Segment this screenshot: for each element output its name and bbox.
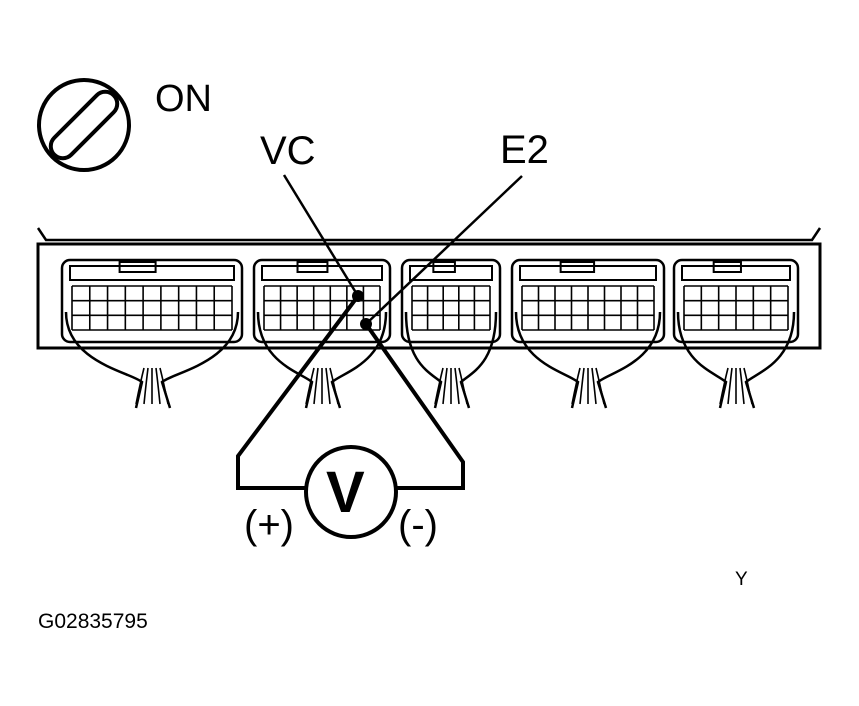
connector-3 — [400, 258, 502, 409]
e2-leader-line — [365, 175, 523, 325]
connector-2 — [252, 258, 392, 409]
connector-row — [60, 258, 800, 409]
positive-probe-lead — [236, 294, 360, 490]
connector-4 — [510, 258, 666, 409]
corner-mark: Y — [735, 569, 748, 590]
e2-terminal-label: E2 — [500, 128, 549, 172]
negative-probe-lead — [364, 322, 465, 490]
positive-lead-label: (+) — [244, 503, 294, 547]
negative-lead-label: (-) — [398, 503, 438, 547]
connector-5 — [672, 258, 800, 409]
voltmeter-icon — [304, 445, 398, 539]
figure-code: G02835795 — [38, 610, 148, 633]
ignition-on-label: ON — [155, 78, 212, 120]
ignition-key-icon — [37, 78, 131, 172]
voltmeter-symbol: V — [326, 460, 365, 525]
vc-leader-line — [282, 174, 360, 297]
connector-1 — [60, 258, 244, 409]
vc-terminal-label: VC — [260, 129, 316, 173]
